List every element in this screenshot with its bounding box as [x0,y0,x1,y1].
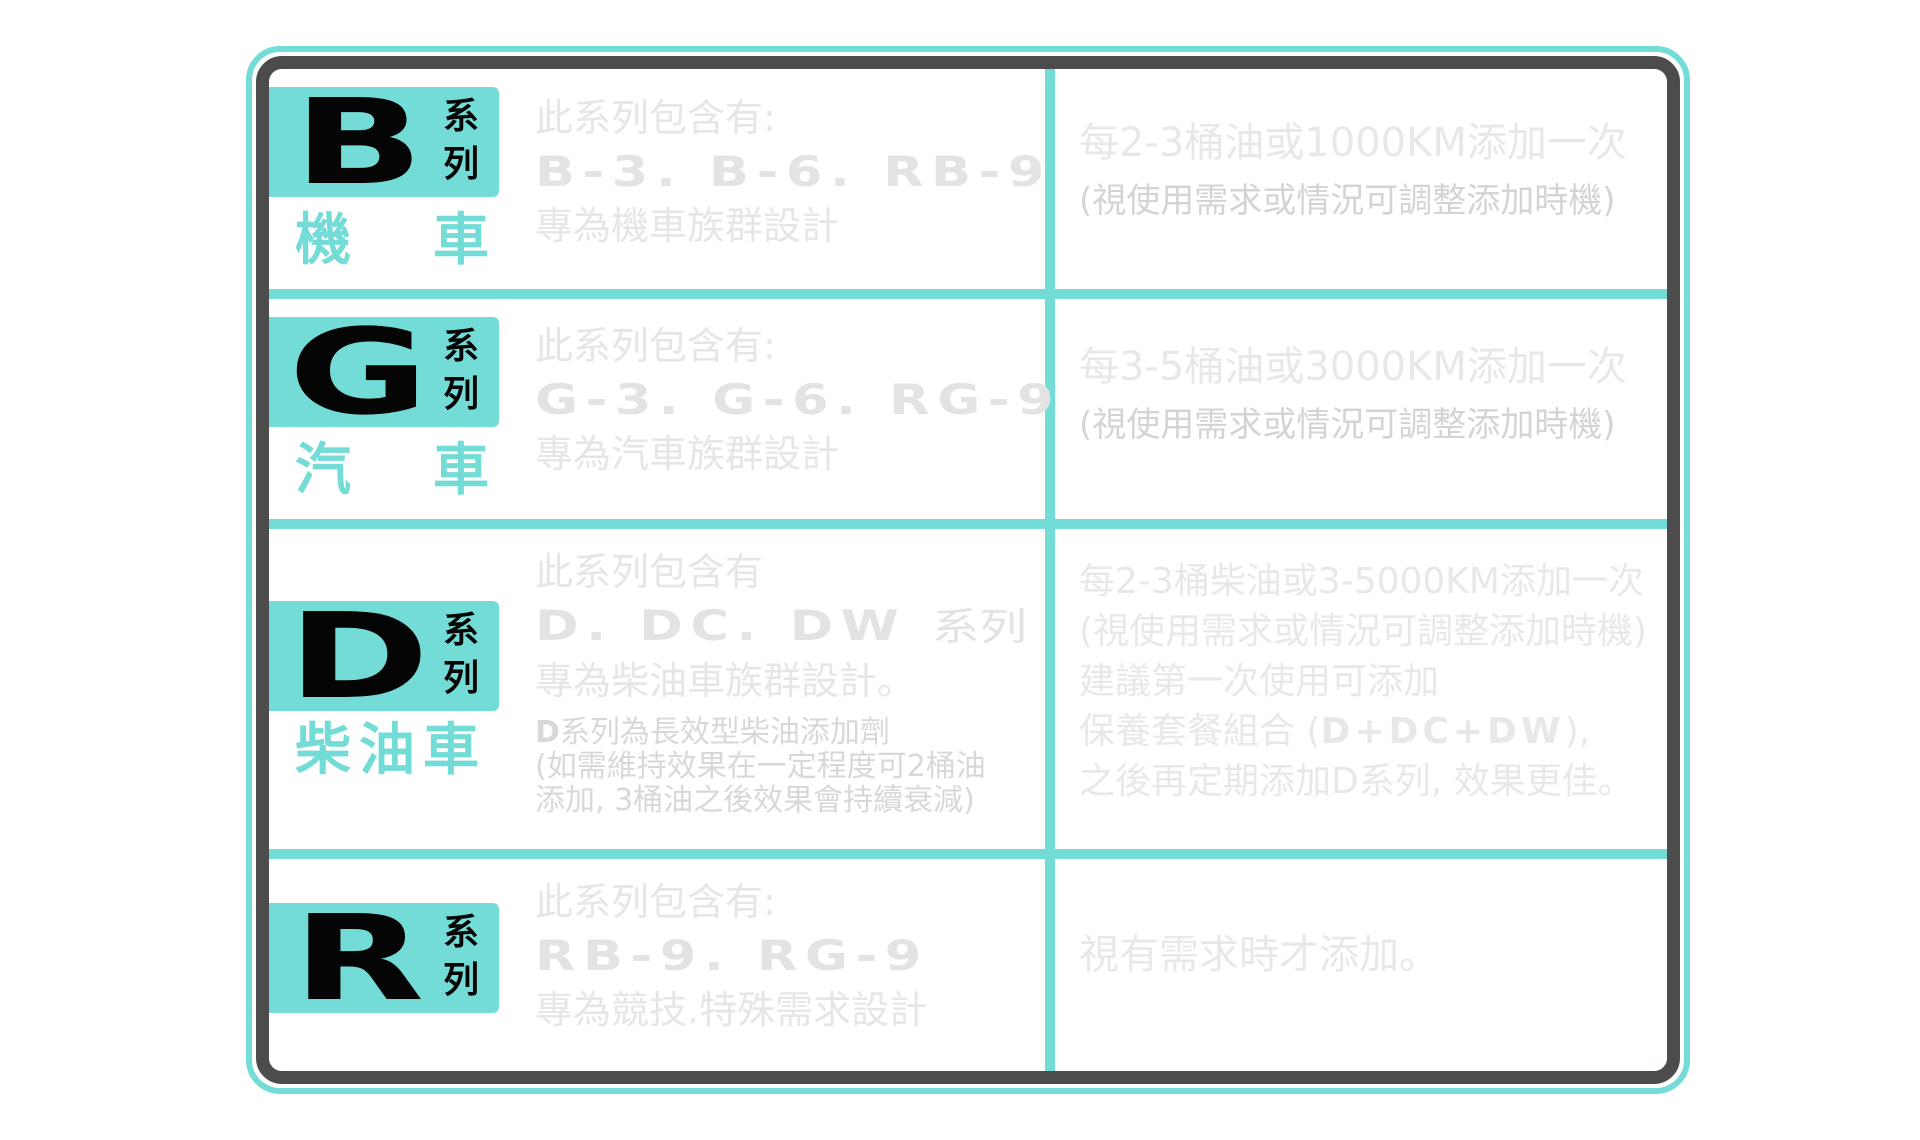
d-advice-2: 保養套餐組合 (D+DC+DW), [1079,707,1647,757]
row-r-frequency-cell: 視有需求時才添加。 [1055,859,1667,1071]
r-series-letter: R [292,889,425,1027]
d-note-line-1: D系列為長效型柴油添加劑 [535,716,986,750]
d-designed-for: 專為柴油車族群設計。 [535,659,916,703]
d-note-text-1: 系列為長效型柴油添加劑 [559,715,890,750]
d-frequency-note: (視使用需求或情況可調整添加時機) [1079,611,1648,652]
b-category-char-2: 車 [433,208,489,273]
r-series-info: 此系列包含有: RB-9. RG-9 專為競技.特殊需求設計 [535,875,927,1037]
row-g-series-cell: G 系 列 汽車 此系列包含有: G-3. G-6. RG-9 專為汽車族群設計 [269,299,1054,519]
d-note-letter: D [535,715,560,750]
r-frequency: 視有需求時才添加。 [1079,925,1439,985]
g-series-info: 此系列包含有: G-3. G-6. RG-9 專為汽車族群設計 [535,319,1054,481]
g-category-char-1: 汽 [295,438,351,503]
g-series-word-1: 系 [442,326,479,367]
b-models: B-3. B-6. RB-9 [535,147,1052,196]
d-note-line-2: (如需維持效果在一定程度可2桶油 [535,749,986,784]
d-models: D. DC. DW 系列 [535,599,1098,654]
g-frequency: 每3-5桶油或3000KM添加一次 (視使用需求或情況可調整添加時機) [1079,337,1627,453]
series-grid: B 系 列 機車 此系列包含有: B-3. B-6. RB-9 專為機車族群設計… [269,69,1667,1071]
d-category-label: 柴油車 [295,718,487,783]
d-includes-label: 此系列包含有 [535,550,764,594]
g-series-badge: G 系 列 [269,313,499,431]
g-category-char-2: 車 [433,438,489,503]
d-series-word-1: 系 [442,610,479,651]
g-models: G-3. G-6. RG-9 [535,375,1062,424]
row-d-frequency-cell: 每2-3桶柴油或3-5000KM添加一次 (視使用需求或情況可調整添加時機) 建… [1055,529,1667,849]
d-series-badge: D 系 列 [269,597,499,715]
d-note-line-3: 添加, 3桶油之後效果會持續衰減) [535,783,975,818]
row-r-series-cell: R 系 列 此系列包含有: RB-9. RG-9 專為競技.特殊需求設計 [269,859,1045,1071]
b-category-label: 機車 [295,211,489,271]
b-category-char-1: 機 [295,208,351,273]
d-models-codes: D. DC. DW [535,601,907,650]
g-frequency-text: 每3-5桶油或3000KM添加一次 [1079,344,1627,390]
d-frequency-text: 每2-3桶柴油或3-5000KM添加一次 [1079,561,1644,602]
b-series-word-1: 系 [442,96,479,137]
b-frequency-note: (視使用需求或情況可調整添加時機) [1079,181,1616,221]
d-advice-1: 建議第一次使用可添加 [1079,661,1440,702]
row-d-series-cell: D 系 列 柴油車 此系列包含有 D. DC. DW 系列 專為柴油車族群設計。… [269,529,1045,849]
d-advice-2-combo: D+DC+DW [1320,711,1565,752]
b-series-letter: B [293,73,423,211]
row-b-frequency-cell: 每2-3桶油或1000KM添加一次 (視使用需求或情況可調整添加時機) [1055,69,1667,289]
b-includes-label: 此系列包含有: [535,96,776,140]
d-series-word-2: 列 [442,658,479,699]
d-series-letter: D [287,587,429,725]
d-series-info: 此系列包含有 D. DC. DW 系列 專為柴油車族群設計。 D系列為長效型柴油… [535,545,1027,818]
row-b-series-cell: B 系 列 機車 此系列包含有: B-3. B-6. RB-9 專為機車族群設計 [269,69,1045,289]
g-category-label: 汽車 [295,441,489,501]
g-series-letter: G [288,303,428,441]
d-frequency: 每2-3桶柴油或3-5000KM添加一次 (視使用需求或情況可調整添加時機) 建… [1079,557,1647,807]
r-frequency-text: 視有需求時才添加。 [1079,932,1439,978]
d-advice-2-prefix: 保養套餐組合 ( [1079,711,1321,752]
r-models: RB-9. RG-9 [535,931,929,980]
b-frequency: 每2-3桶油或1000KM添加一次 (視使用需求或情況可調整添加時機) [1079,113,1627,229]
d-advice-2-suffix: ), [1564,711,1591,752]
g-series-word-2: 列 [442,374,479,415]
r-series-word-1: 系 [442,912,479,953]
g-includes-label: 此系列包含有: [535,324,776,368]
r-series-badge: R 系 列 [269,899,499,1017]
d-models-suffix: 系列 [931,605,1027,649]
b-designed-for: 專為機車族群設計 [535,204,840,248]
b-frequency-text: 每2-3桶油或1000KM添加一次 [1079,120,1627,166]
b-series-info: 此系列包含有: B-3. B-6. RB-9 專為機車族群設計 [535,91,1044,253]
b-series-badge: B 系 列 [269,83,499,201]
b-series-word-2: 列 [442,144,479,185]
r-series-word-2: 列 [442,960,479,1001]
series-table: B 系 列 機車 此系列包含有: B-3. B-6. RB-9 專為機車族群設計… [246,46,1690,1094]
r-includes-label: 此系列包含有: [535,880,776,924]
r-designed-for: 專為競技.特殊需求設計 [535,988,928,1032]
g-designed-for: 專為汽車族群設計 [535,432,840,476]
g-frequency-note: (視使用需求或情況可調整添加時機) [1079,405,1616,445]
d-advice-3: 之後再定期添加D系列, 效果更佳。 [1079,761,1634,802]
row-g-frequency-cell: 每3-5桶油或3000KM添加一次 (視使用需求或情況可調整添加時機) [1055,299,1667,519]
series-table-frame: B 系 列 機車 此系列包含有: B-3. B-6. RB-9 專為機車族群設計… [256,56,1680,1084]
